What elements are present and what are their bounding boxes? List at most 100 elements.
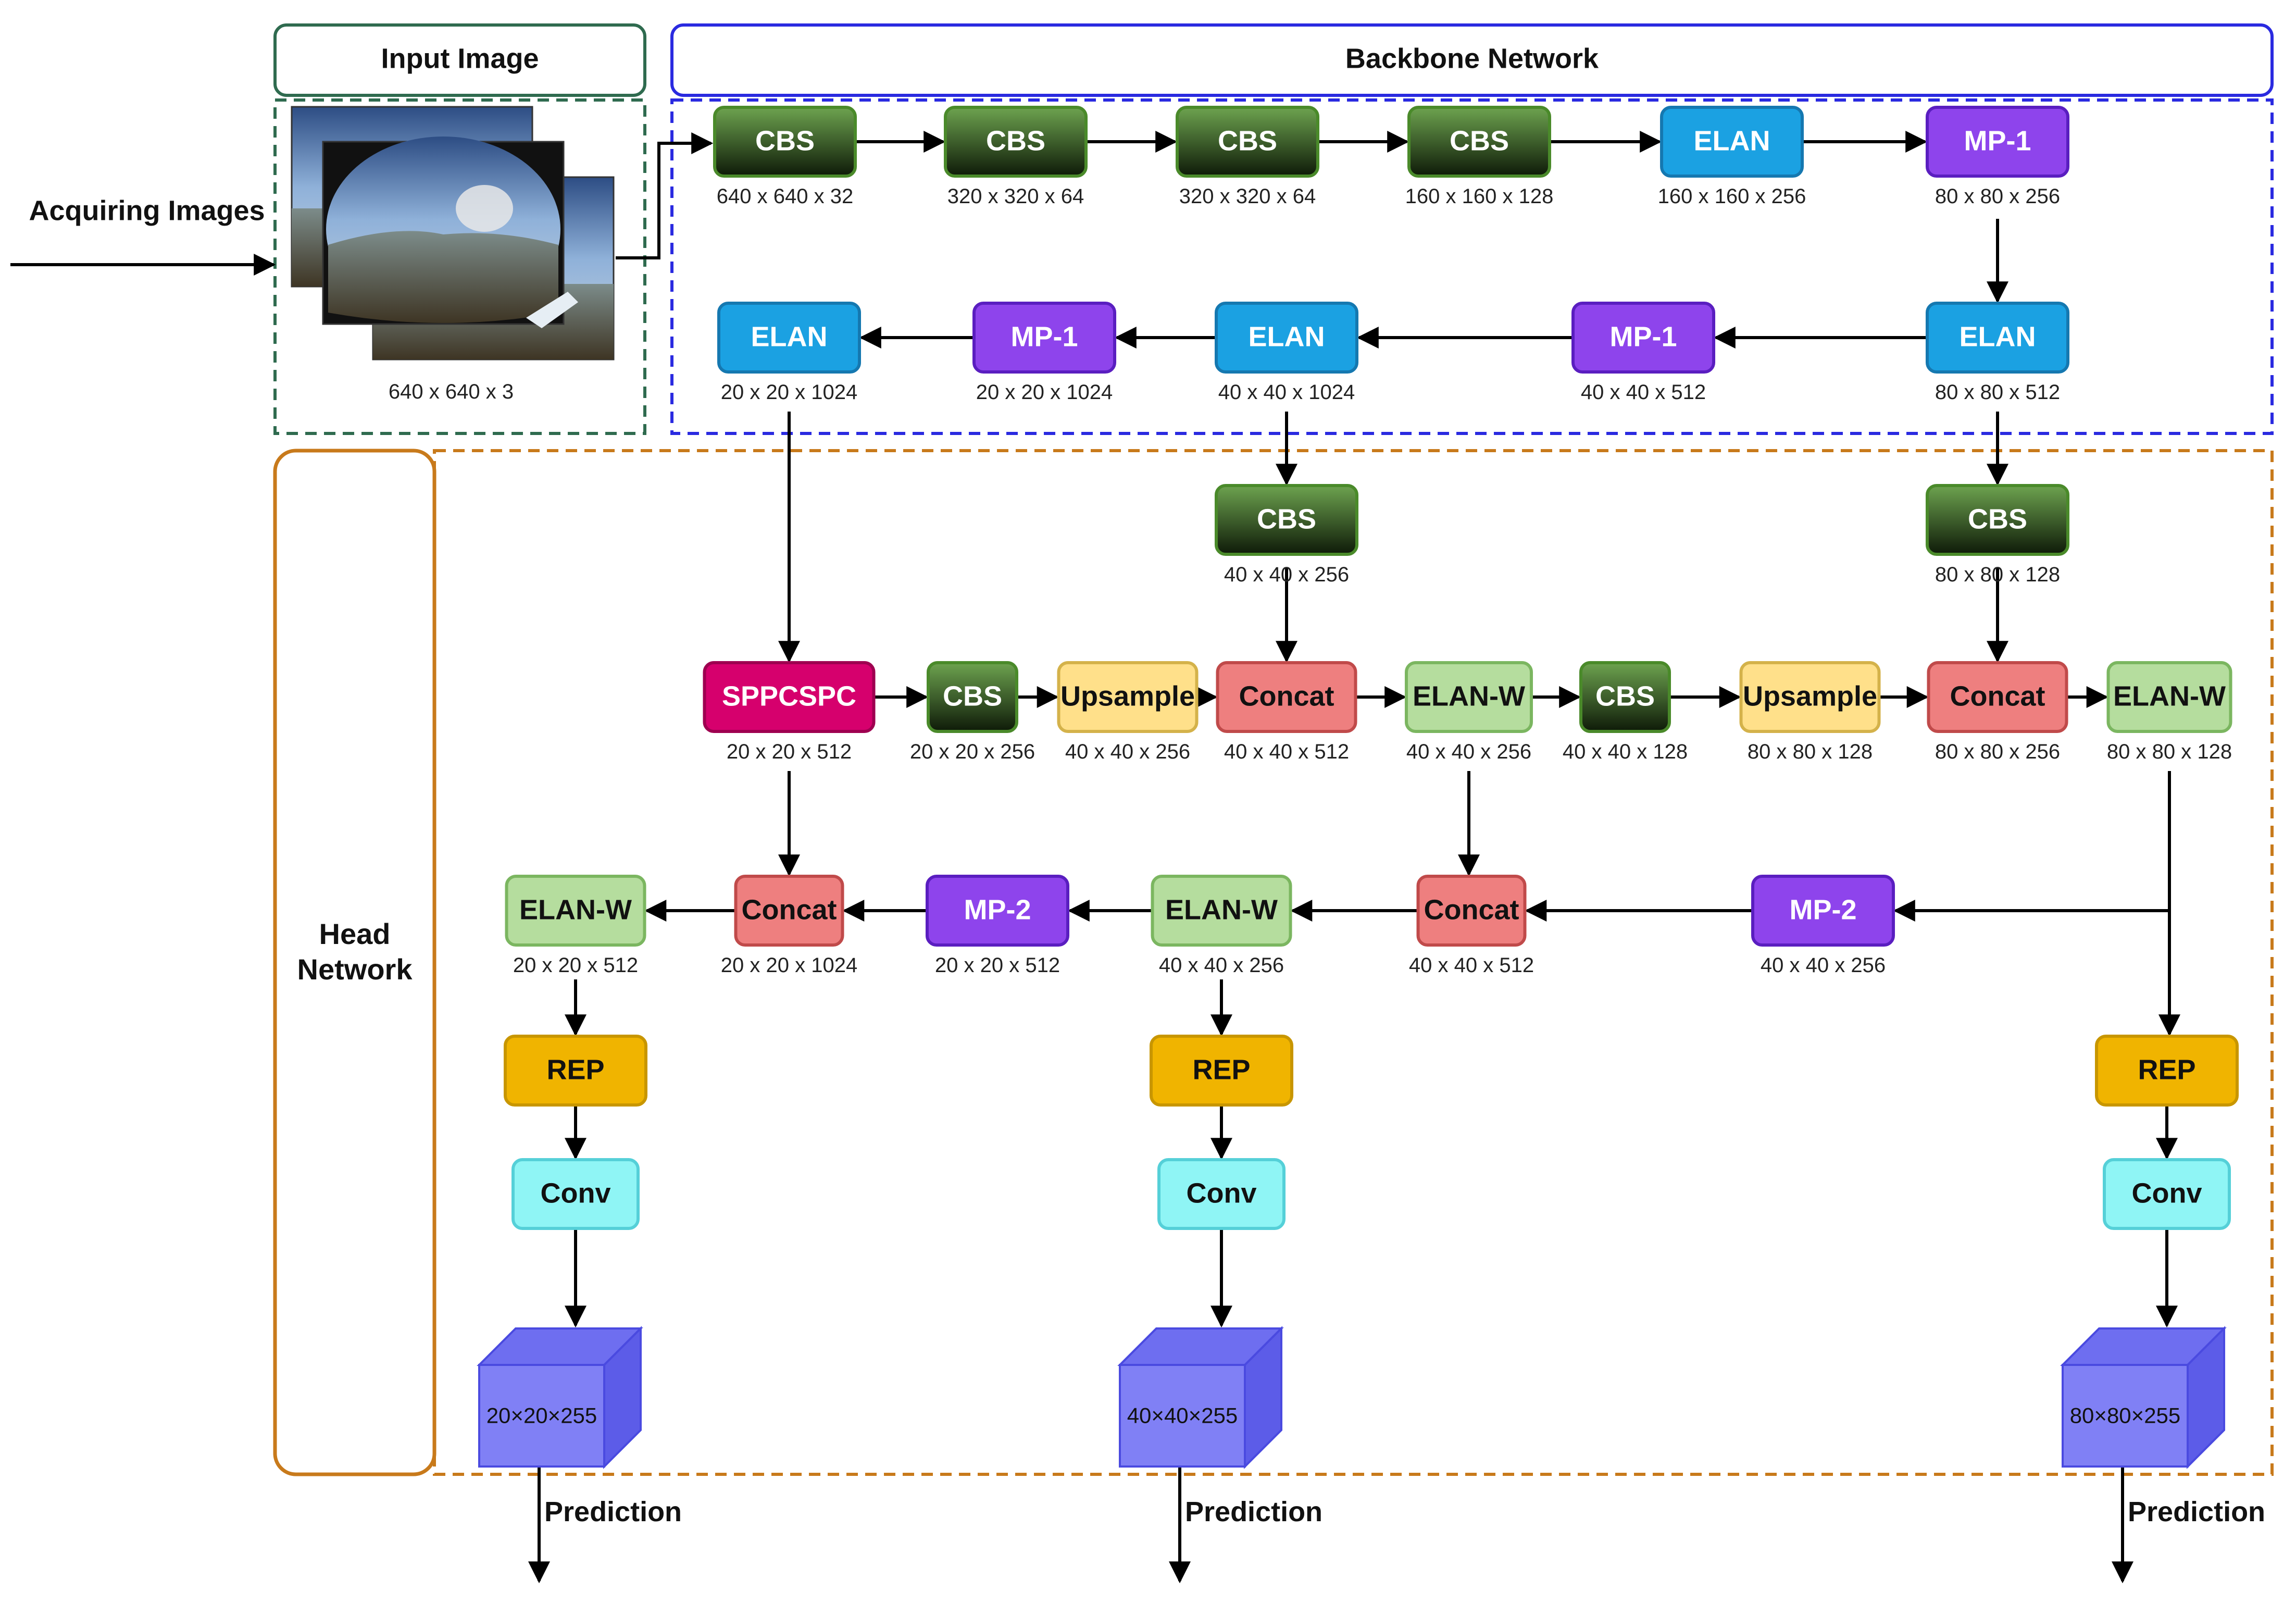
input-image-front-ground bbox=[328, 231, 558, 323]
block-label: Concat bbox=[1239, 680, 1334, 712]
block-dimension: 20 x 20 x 256 bbox=[910, 740, 1035, 763]
block-dimension: 40 x 40 x 128 bbox=[1563, 740, 1688, 763]
block-label: MP-1 bbox=[1010, 321, 1078, 352]
block-shape bbox=[1927, 661, 2068, 733]
backbone-header-label: Backbone Network bbox=[1345, 43, 1599, 74]
block-label: CBS bbox=[1218, 125, 1277, 156]
block-dimension: 40 x 40 x 256 bbox=[1761, 954, 1886, 977]
block-label: ELAN-W bbox=[1165, 894, 1278, 925]
block-mp-b8: MP-140 x 40 x 512 bbox=[1571, 302, 1715, 404]
block-label: CBS bbox=[755, 125, 815, 156]
block-label: CBS bbox=[986, 125, 1045, 156]
cube-front-face bbox=[478, 1364, 605, 1468]
block-dimension: 20 x 20 x 1024 bbox=[721, 381, 857, 404]
block-label: REP bbox=[2138, 1054, 2195, 1085]
block-shape bbox=[511, 1158, 640, 1230]
block-label: CBS bbox=[943, 680, 1002, 712]
head-network-label-line1: Head bbox=[319, 917, 391, 950]
block-dimension: 40 x 40 x 1024 bbox=[1218, 381, 1355, 404]
block-label: Conv bbox=[541, 1177, 611, 1209]
block-shape bbox=[1215, 302, 1358, 374]
block-label: CBS bbox=[1595, 680, 1655, 712]
block-label: ELAN-W bbox=[519, 894, 632, 925]
block-shape bbox=[1926, 484, 2069, 556]
block-dimension: 40 x 40 x 512 bbox=[1581, 381, 1706, 404]
block-label: CBS bbox=[1450, 125, 1509, 156]
block-shape bbox=[703, 661, 876, 733]
block-shape bbox=[734, 875, 844, 947]
cube-label: 40×40×255 bbox=[1127, 1403, 1238, 1428]
block-shape bbox=[504, 1035, 647, 1107]
block-label: MP-1 bbox=[1964, 125, 2031, 156]
block-shape bbox=[713, 106, 857, 178]
input-image-stack bbox=[291, 106, 615, 361]
block-cbs-b3: CBS 320 x 320 x 64 bbox=[1176, 106, 1319, 208]
prediction-label: Prediction bbox=[544, 1496, 682, 1527]
block-shape bbox=[1216, 661, 1357, 733]
block-dimension: 80 x 80 x 256 bbox=[1935, 185, 2060, 208]
block-upsample-h9: Upsample 80 x 80 x 128 bbox=[1739, 661, 1881, 763]
block-label: MP-2 bbox=[964, 894, 1031, 925]
block-label: MP-2 bbox=[1789, 894, 1856, 925]
input-image-header bbox=[273, 23, 646, 97]
connectors bbox=[528, 131, 2180, 1584]
input-image-smoke bbox=[456, 185, 513, 232]
block-shape bbox=[1660, 106, 1804, 178]
block-label: REP bbox=[546, 1054, 604, 1085]
block-label: Concat bbox=[1424, 894, 1519, 925]
block-shape bbox=[2095, 1035, 2239, 1107]
block-shape bbox=[1215, 484, 1358, 556]
block-shape bbox=[1751, 875, 1895, 947]
input-to-backbone-connector bbox=[616, 132, 714, 259]
block-rep-r1: REP bbox=[504, 1035, 647, 1107]
block-dimension: 320 x 320 x 64 bbox=[1179, 185, 1316, 208]
block-dimension: 20 x 20 x 512 bbox=[513, 954, 638, 977]
block-dimension: 80 x 80 x 128 bbox=[2107, 740, 2232, 763]
block-label: ELAN bbox=[1249, 321, 1325, 352]
block-label: Conv bbox=[1187, 1177, 1257, 1209]
block-conv-c3: Conv bbox=[2103, 1158, 2231, 1230]
block-mp-h14: MP-2 20 x 20 x 512 bbox=[926, 875, 1069, 977]
block-label: REP bbox=[1192, 1054, 1250, 1085]
block-shape bbox=[1405, 661, 1533, 733]
block-label: SPPCSPC bbox=[722, 680, 856, 712]
block-shape bbox=[1926, 106, 2069, 178]
block-dimension: 80 x 80 x 512 bbox=[1935, 381, 2060, 404]
block-dimension: 80 x 80 x 128 bbox=[1748, 740, 1873, 763]
block-elan-w-h12: ELAN-W 20 x 20 x 512 bbox=[505, 875, 646, 977]
block-shape bbox=[717, 302, 861, 374]
block-dimension: 40 x 40 x 256 bbox=[1406, 740, 1531, 763]
block-shape bbox=[1151, 875, 1292, 947]
block-label: Upsample bbox=[1743, 680, 1877, 712]
block-shape bbox=[1407, 106, 1551, 178]
block-cbs-h8: CBS 40 x 40 x 128 bbox=[1563, 661, 1688, 763]
cube-label: 20×20×255 bbox=[486, 1403, 597, 1428]
head-network-label-line2: Network bbox=[297, 953, 413, 986]
block-dimension: 80 x 80 x 128 bbox=[1935, 563, 2060, 586]
backbone-frame bbox=[670, 98, 2274, 435]
input-image-roof bbox=[526, 292, 578, 328]
block-upsample-h5: Upsample 40 x 40 x 256 bbox=[1057, 661, 1199, 763]
block-dimension: 40 x 40 x 512 bbox=[1224, 740, 1349, 763]
block-elan-w-h11: ELAN-W80 x 80 x 128 bbox=[2106, 661, 2232, 763]
block-label: Upsample bbox=[1060, 680, 1195, 712]
block-dimension: 80 x 80 x 256 bbox=[1935, 740, 2060, 763]
block-dimension: 20 x 20 x 512 bbox=[935, 954, 1060, 977]
block-shape bbox=[1579, 661, 1671, 733]
block-shape bbox=[944, 106, 1088, 178]
block-conv-c1: Conv bbox=[511, 1158, 640, 1230]
block-shape bbox=[1157, 1158, 1286, 1230]
block-dimension: 40 x 40 x 256 bbox=[1159, 954, 1284, 977]
block-dimension: 40 x 40 x 256 bbox=[1065, 740, 1190, 763]
